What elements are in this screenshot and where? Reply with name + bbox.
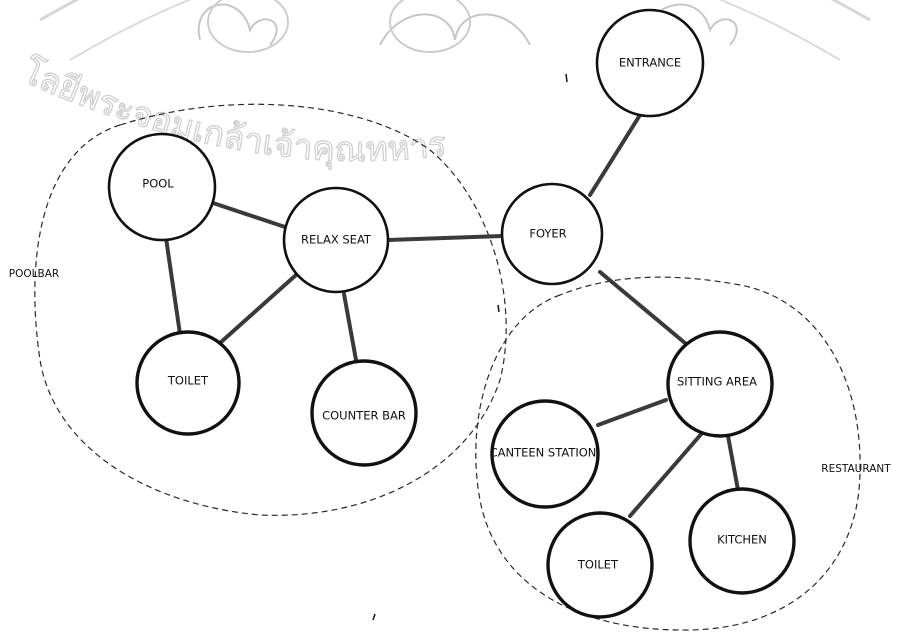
node-canteen-station: CANTEEN STATION bbox=[490, 399, 600, 509]
node-counter-bar: COUNTER BAR bbox=[310, 359, 418, 467]
node-pool: POOL bbox=[107, 132, 217, 242]
connector-relax-seat-counter-bar bbox=[342, 292, 358, 362]
seal-ornament-center bbox=[379, 13, 531, 46]
stray-mark bbox=[497, 304, 500, 313]
relax-seat-label: RELAX SEAT bbox=[301, 233, 372, 247]
toilet-pool-circle bbox=[135, 330, 241, 436]
stray-mark bbox=[565, 73, 568, 83]
connector-pool-toilet bbox=[164, 236, 182, 336]
seal-ornament-left bbox=[197, 3, 278, 46]
entrance-label: ENTRANCE bbox=[619, 56, 681, 70]
node-foyer: FOYER bbox=[500, 182, 604, 286]
toilet-pool-label: TOILET bbox=[167, 374, 209, 388]
kitchen-label: KITCHEN bbox=[717, 533, 767, 547]
pool-circle bbox=[107, 132, 217, 242]
connector-relax-seat-toilet bbox=[218, 273, 298, 345]
poolbar-zone-boundary bbox=[34, 103, 507, 516]
kitchen-circle bbox=[688, 487, 796, 595]
node-restaurant-toilet: TOILET bbox=[546, 511, 654, 619]
node-entrance: ENTRANCE bbox=[595, 8, 705, 118]
node-relax-seat: RELAX SEAT bbox=[282, 186, 390, 294]
seal-medallion-right bbox=[389, 0, 471, 53]
stray-mark bbox=[372, 613, 376, 621]
restaurant-toilet-circle bbox=[546, 511, 654, 619]
relax-seat-circle bbox=[282, 186, 390, 294]
connector-foyer-sitting-area bbox=[598, 270, 687, 345]
connector-foyer-relax-seat bbox=[386, 234, 504, 242]
poolbar-zone-label: POOLBAR bbox=[9, 268, 59, 280]
connector-pool-relax-seat bbox=[208, 200, 290, 230]
canteen-station-circle bbox=[490, 399, 600, 509]
node-kitchen: KITCHEN bbox=[688, 487, 796, 595]
seal-inner-rim bbox=[69, 0, 841, 61]
entrance-circle bbox=[595, 8, 705, 118]
counter-bar-circle bbox=[310, 359, 418, 467]
restaurant-zone-label: RESTAURANT bbox=[821, 463, 891, 475]
canteen-station-label: CANTEEN STATION bbox=[490, 446, 597, 460]
restaurant-zone-boundary bbox=[475, 276, 861, 631]
sitting-area-label: SITTING AREA bbox=[677, 375, 757, 389]
pool-label: POOL bbox=[142, 177, 174, 191]
connector-sitting-area-kitchen bbox=[726, 434, 740, 492]
restaurant-toilet-label: TOILET bbox=[577, 558, 619, 572]
node-toilet-pool: TOILET bbox=[135, 330, 241, 436]
counter-bar-label: COUNTER BAR bbox=[322, 409, 406, 423]
foyer-circle bbox=[500, 182, 604, 286]
connector-sitting-area-canteen bbox=[596, 398, 668, 427]
seal-medallion-left bbox=[207, 0, 289, 53]
watermark-text: โลยีพระจอมเกล้าเจ้าคุณทหาร bbox=[16, 52, 448, 170]
connector-sitting-area-toilet bbox=[628, 430, 705, 518]
connectors bbox=[164, 113, 740, 518]
node-sitting-area: SITTING AREA bbox=[666, 330, 774, 438]
foyer-label: FOYER bbox=[529, 227, 566, 241]
connector-entrance-foyer bbox=[588, 113, 642, 197]
sitting-area-circle bbox=[666, 330, 774, 438]
